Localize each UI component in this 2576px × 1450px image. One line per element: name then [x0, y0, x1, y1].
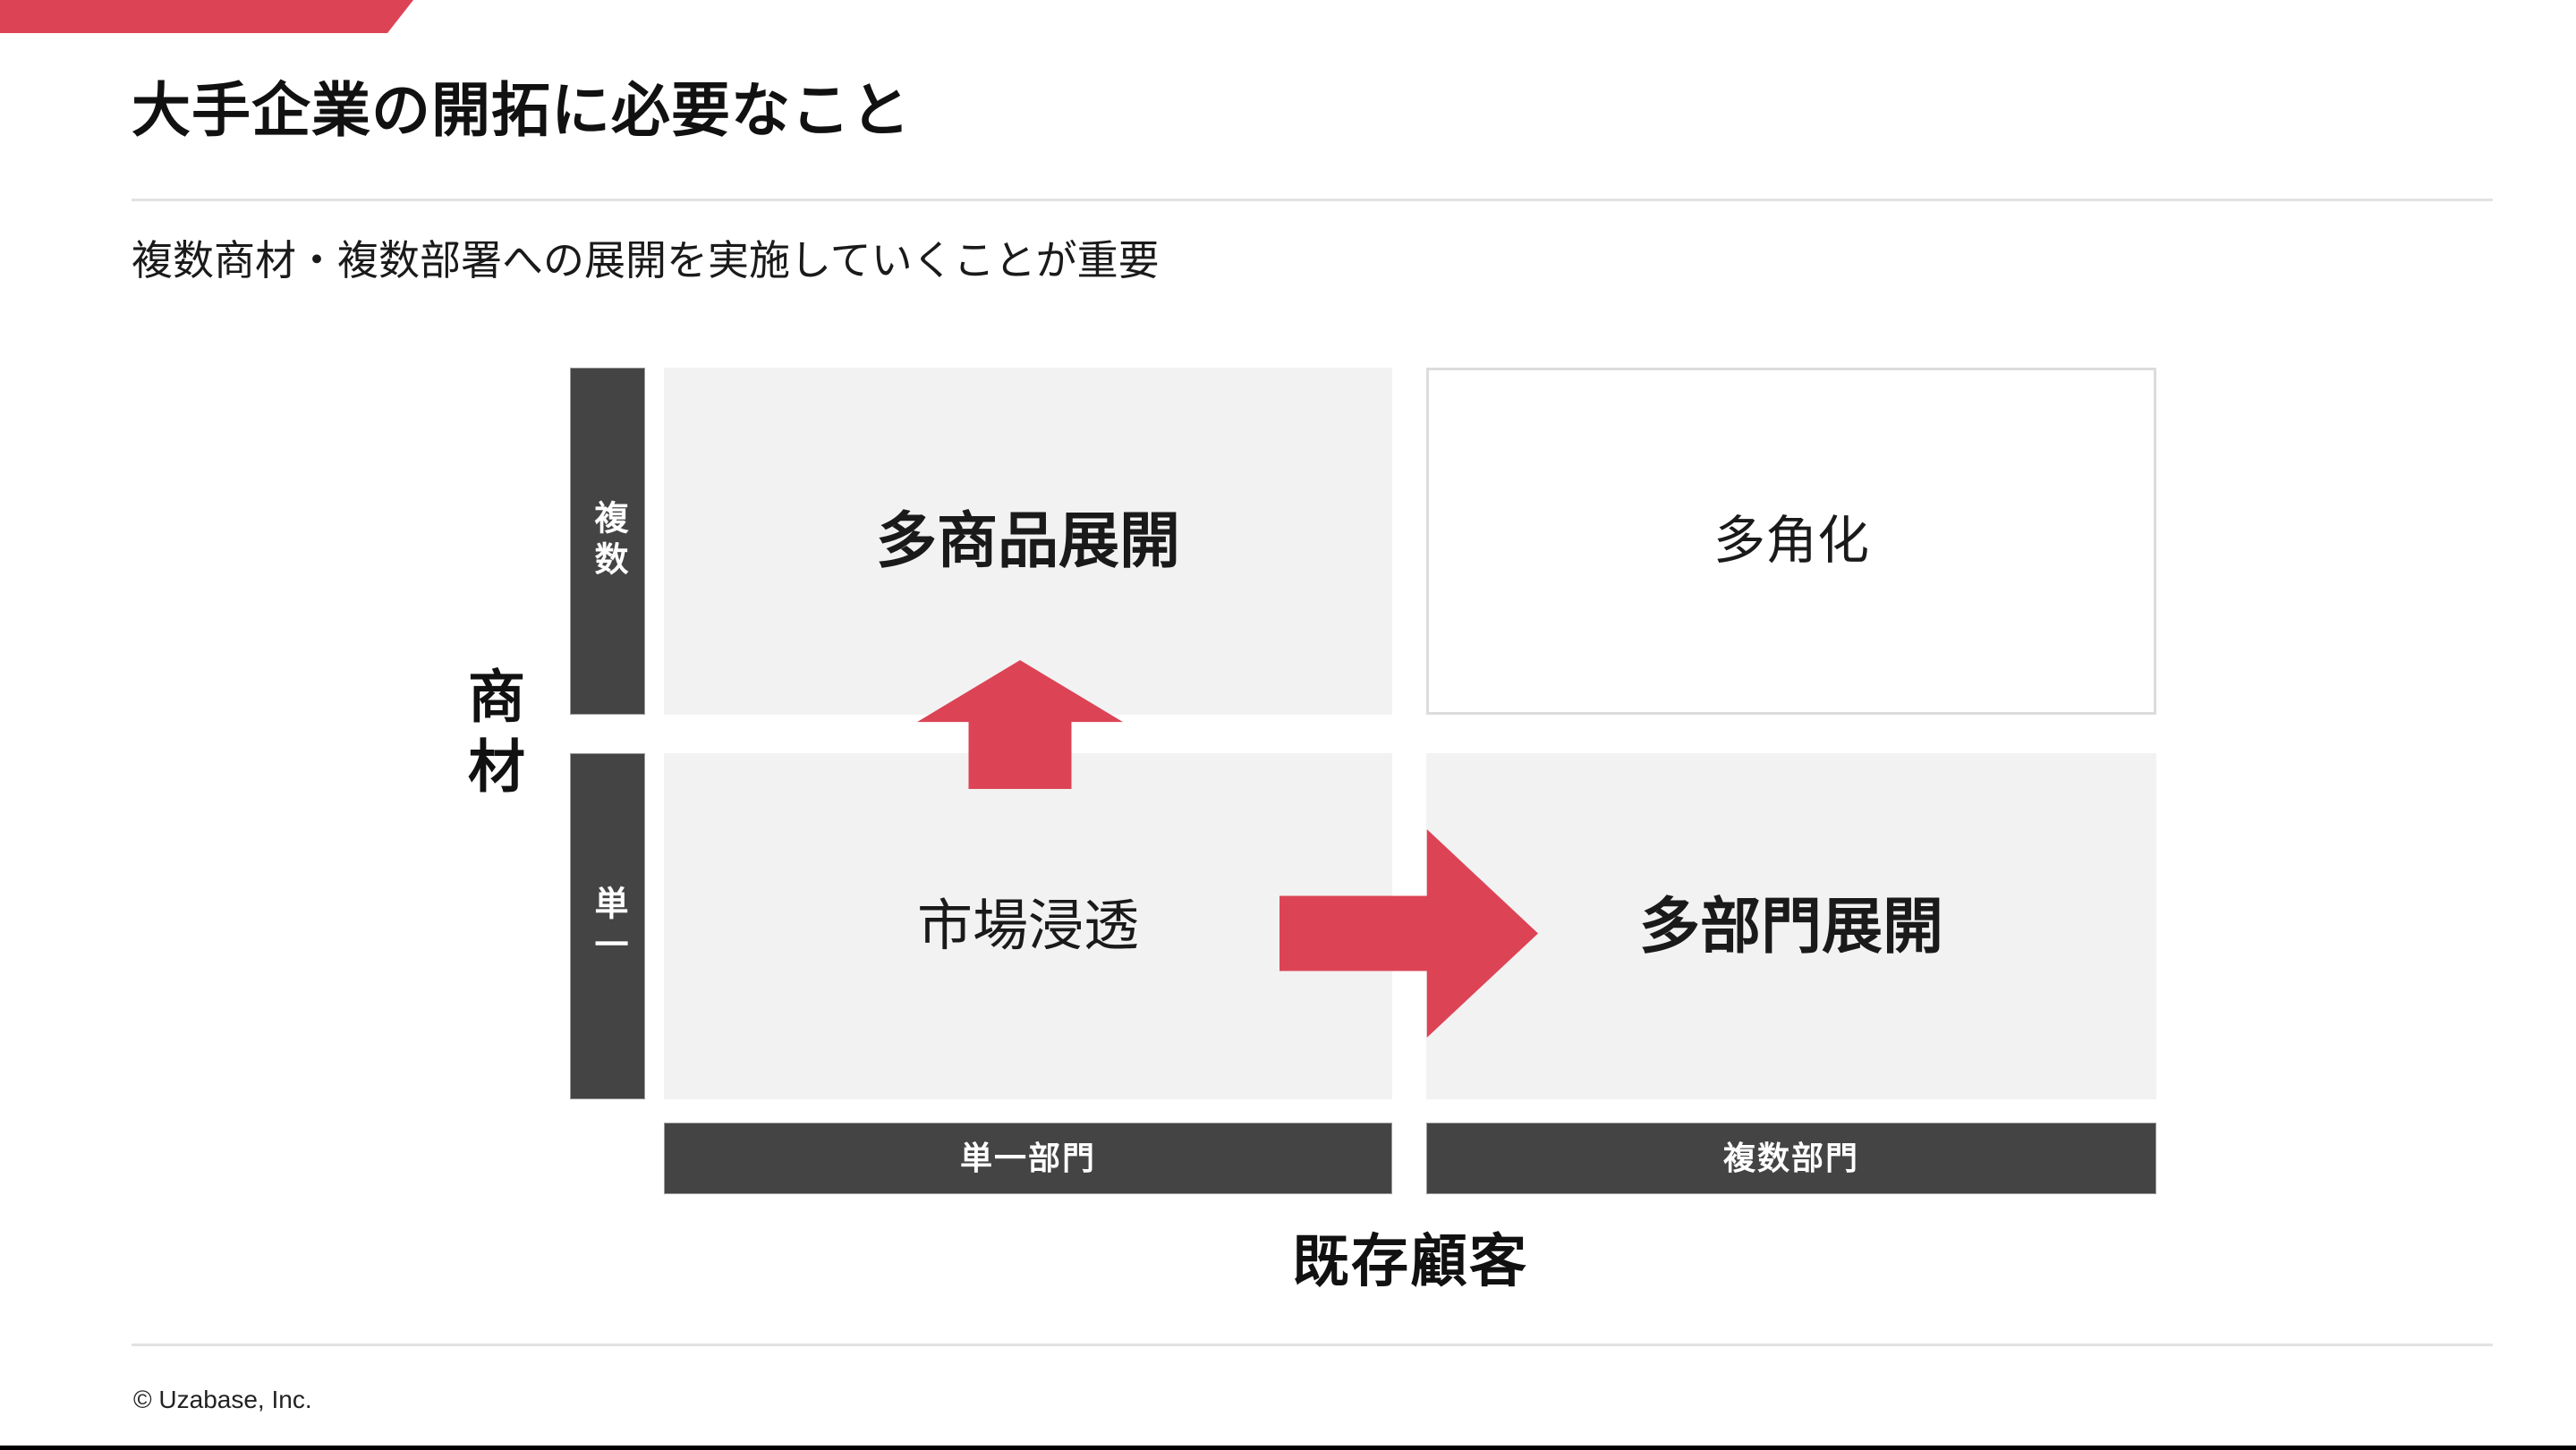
quadrant-bottom-right-label: 多部門展開 — [1638, 892, 1943, 961]
x-axis-title: 既存顧客 — [1292, 1229, 1528, 1293]
footer-copyright: © Uzabase, Inc. — [133, 1386, 312, 1413]
x-axis-bar-single-dept-label: 単一部門 — [959, 1140, 1096, 1176]
quadrant-top-left-label: 多商品展開 — [875, 507, 1180, 575]
title-divider — [132, 199, 2493, 201]
subtitle: 複数商材・複数部署への展開を実施していくことが重要 — [132, 237, 1160, 284]
y-axis-bar-single: 単一 — [570, 753, 645, 1099]
quadrant-top-right-label: 多角化 — [1713, 512, 1869, 570]
footer-divider — [132, 1344, 2493, 1346]
y-axis-title: 商材 — [460, 666, 524, 806]
y-axis-bar-single-label: 単一 — [589, 885, 626, 968]
quadrant-top-right: 多角化 — [1426, 368, 2156, 715]
x-axis-bar-single-dept: 単一部門 — [664, 1123, 1392, 1194]
y-axis-bar-multiple: 複数 — [570, 368, 645, 715]
slide-bottom-edge — [0, 1446, 2576, 1450]
quadrant-bottom-left: 市場浸透 — [664, 753, 1392, 1099]
y-axis-bar-multiple-label: 複数 — [589, 500, 626, 582]
x-axis-bar-multi-dept-label: 複数部門 — [1722, 1140, 1859, 1176]
quadrant-bottom-left-label: 市場浸透 — [916, 895, 1139, 957]
quadrant-top-left: 多商品展開 — [664, 368, 1392, 715]
page-title: 大手企業の開拓に必要なこと — [132, 77, 911, 143]
x-axis-bar-multi-dept: 複数部門 — [1426, 1123, 2156, 1194]
quadrant-bottom-right: 多部門展開 — [1426, 753, 2156, 1099]
accent-banner — [0, 0, 413, 33]
